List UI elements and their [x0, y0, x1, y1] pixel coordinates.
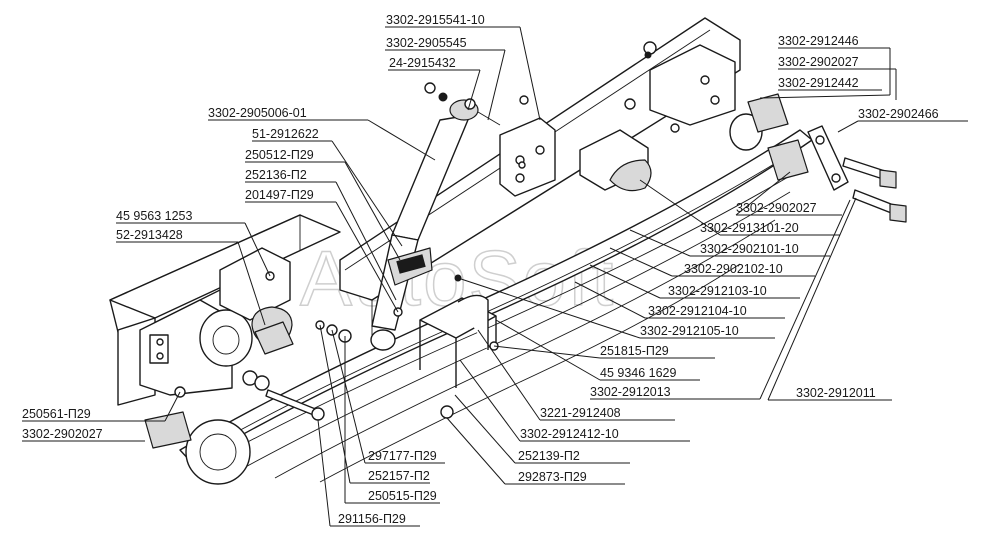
callout-label: 3302-2915541-10 [386, 13, 485, 27]
callout-label: 24-2915432 [389, 56, 456, 70]
callout-label: 3302-2905545 [386, 36, 467, 50]
callout-label: 252139-П2 [518, 449, 580, 463]
callout-label: 297177-П29 [368, 449, 437, 463]
callout-label: 3302-2912104-10 [648, 304, 747, 318]
callout-label: 292873-П29 [518, 470, 587, 484]
callout-label: 3302-2902466 [858, 107, 939, 121]
callout-label: 250512-П29 [245, 148, 314, 162]
callout-label: 3302-2912011 [796, 386, 876, 400]
callout-label: 3302-2912105-10 [640, 324, 739, 338]
shackle-bolts [842, 157, 907, 223]
shock-upper-bracket [499, 117, 556, 197]
callout-label: 45 9563 1253 [116, 209, 193, 223]
callout-label: 3302-2905006-01 [208, 106, 307, 120]
callout-label: 3302-2902027 [778, 55, 859, 69]
shackle-plate [807, 125, 849, 191]
callout-label: 52-2913428 [116, 228, 183, 242]
callout-label: 291156-П29 [338, 512, 406, 526]
callout-label: 252157-П2 [368, 469, 430, 483]
callout-label: 3302-2912412-10 [520, 427, 619, 441]
callout-label: 3302-2912103-10 [668, 284, 767, 298]
callout-label: 3221-2912408 [540, 406, 621, 420]
u-bolt [419, 294, 497, 388]
leaf-spring [179, 113, 813, 485]
callout-label: 3302-2912442 [778, 76, 859, 90]
rear-bump-stop [579, 129, 652, 192]
callout-label: 201497-П29 [245, 188, 314, 202]
rear-spring-hanger [649, 44, 736, 126]
callout-label: 3302-2912013 [590, 385, 671, 399]
callout-label: 251815-П29 [600, 344, 669, 358]
callouts: 3302-2915541-10 3302-2905545 24-2915432 … [22, 13, 968, 527]
callout-label: 3302-2902101-10 [700, 242, 799, 256]
callout-label: 51-2912622 [252, 127, 319, 141]
callout-label: 3302-2913101-20 [700, 221, 799, 235]
callout-label: 3302-2902102-10 [684, 262, 783, 276]
callout-label: 250515-П29 [368, 489, 437, 503]
front-spring-bracket [139, 299, 253, 396]
callout-label: 45 9346 1629 [600, 366, 677, 380]
callout-label: 3302-2902027 [22, 427, 103, 441]
callout-label: 252136-П2 [245, 168, 307, 182]
callout-label: 3302-2912446 [778, 34, 859, 48]
callout-label: 3302-2902027 [736, 201, 817, 215]
callout-label: 250561-П29 [22, 407, 91, 421]
